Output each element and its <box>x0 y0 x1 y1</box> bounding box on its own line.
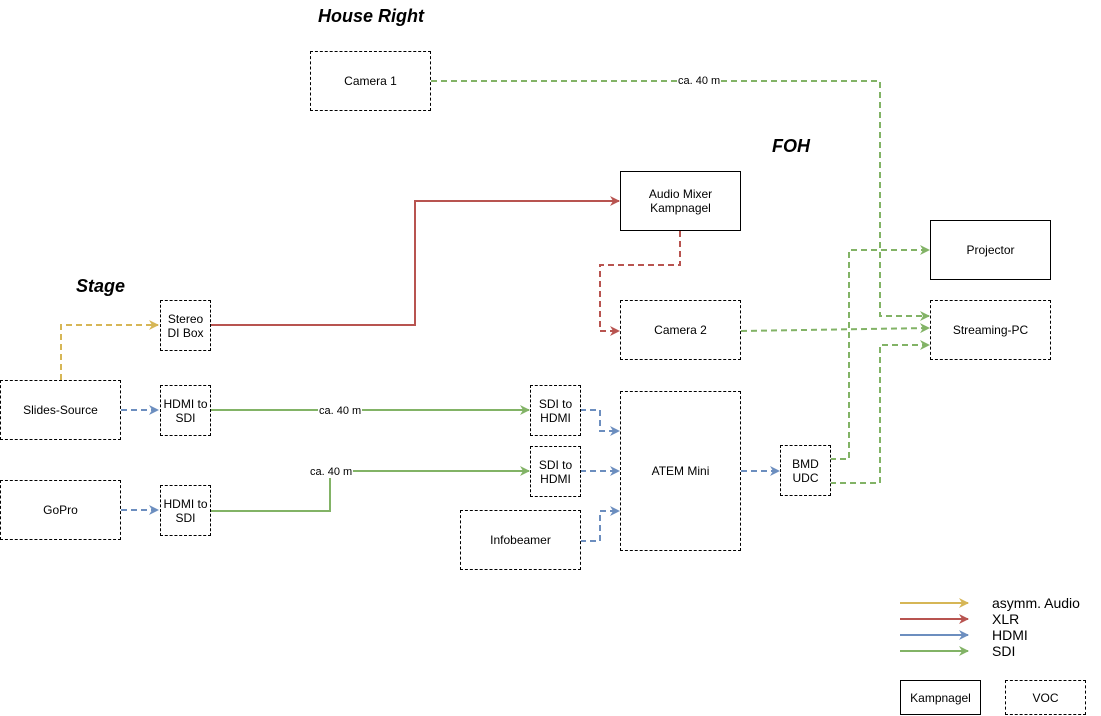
legend-box-voc-label: VOC <box>1032 690 1059 705</box>
legend-label-asymm-audio: asymm. Audio <box>992 595 1080 611</box>
edge-label-camera1-distance: ca. 40 m <box>677 75 722 87</box>
node-sdi-to-hdmi-2[interactable]: SDI to HDMI <box>530 446 581 497</box>
edge-di-box-to-audio-mixer <box>211 196 620 326</box>
node-infobeamer-label: Infobeamer <box>490 533 551 547</box>
legend-box-kampnagel: Kampnagel <box>900 680 981 715</box>
node-atem-mini-label: ATEM Mini <box>651 464 710 478</box>
edge-camera2-to-streaming-pc <box>740 323 930 334</box>
node-hdmi-to-sdi-1-label: HDMI to SDI <box>163 396 208 425</box>
edge-hdmi-sdi2-to-sdi-hdmi2 <box>211 466 530 512</box>
legend-box-kampnagel-label: Kampnagel <box>910 690 971 705</box>
heading-house-right: House Right <box>318 6 424 26</box>
node-infobeamer[interactable]: Infobeamer <box>460 510 581 570</box>
node-bmd-udc-label: BMD UDC <box>792 456 819 485</box>
legend-label-xlr: XLR <box>992 611 1020 627</box>
node-stereo-di-box-label: Stereo DI Box <box>167 311 204 340</box>
legend-label-sdi: SDI <box>992 643 1016 659</box>
edge-label-slides-distance: ca. 40 m <box>318 405 363 417</box>
edge-camera1-to-streaming-pc <box>431 80 930 321</box>
node-sdi-to-hdmi-2-label: SDI to HDMI <box>538 457 573 486</box>
node-hdmi-to-sdi-1[interactable]: HDMI to SDI <box>160 385 211 436</box>
edge-audio-mixer-to-camera2 <box>599 231 681 336</box>
heading-stage: Stage <box>76 276 126 296</box>
node-camera2-label: Camera 2 <box>654 323 707 337</box>
node-stereo-di-box[interactable]: Stereo DI Box <box>160 300 211 351</box>
node-gopro[interactable]: GoPro <box>0 480 121 540</box>
node-slides-source[interactable]: Slides-Source <box>0 380 121 440</box>
node-streaming-pc[interactable]: Streaming-PC <box>930 300 1051 360</box>
node-atem-mini[interactable]: ATEM Mini <box>620 391 741 551</box>
node-camera1[interactable]: Camera 1 <box>310 51 431 111</box>
node-audio-mixer[interactable]: Audio Mixer Kampnagel <box>620 171 741 231</box>
node-hdmi-to-sdi-2-label: HDMI to SDI <box>163 496 208 525</box>
legend-box-voc: VOC <box>1005 680 1086 715</box>
node-sdi-to-hdmi-1[interactable]: SDI to HDMI <box>530 385 581 436</box>
edge-sdi-hdmi1-to-atem <box>580 409 620 436</box>
node-gopro-label: GoPro <box>43 503 78 517</box>
node-projector[interactable]: Projector <box>930 220 1051 280</box>
node-camera1-label: Camera 1 <box>344 74 397 88</box>
node-hdmi-to-sdi-2[interactable]: HDMI to SDI <box>160 485 211 536</box>
heading-foh: FOH <box>772 136 810 156</box>
node-sdi-to-hdmi-1-label: SDI to HDMI <box>538 396 573 425</box>
edge-label-gopro-distance: ca. 40 m <box>309 466 354 478</box>
legend-label-hdmi: HDMI <box>992 627 1028 643</box>
node-projector-label: Projector <box>966 243 1015 257</box>
edge-bmd-to-projector <box>830 245 930 460</box>
node-streaming-pc-label: Streaming-PC <box>952 323 1029 337</box>
node-slides-source-label: Slides-Source <box>23 403 98 417</box>
node-audio-mixer-label: Audio Mixer Kampnagel <box>648 187 713 215</box>
edge-infobeamer-to-atem <box>580 506 620 542</box>
node-bmd-udc[interactable]: BMD UDC <box>780 445 831 496</box>
edge-slides-to-di-box <box>60 320 159 380</box>
node-camera2[interactable]: Camera 2 <box>620 300 741 360</box>
edge-bmd-to-streaming-pc <box>830 340 930 484</box>
